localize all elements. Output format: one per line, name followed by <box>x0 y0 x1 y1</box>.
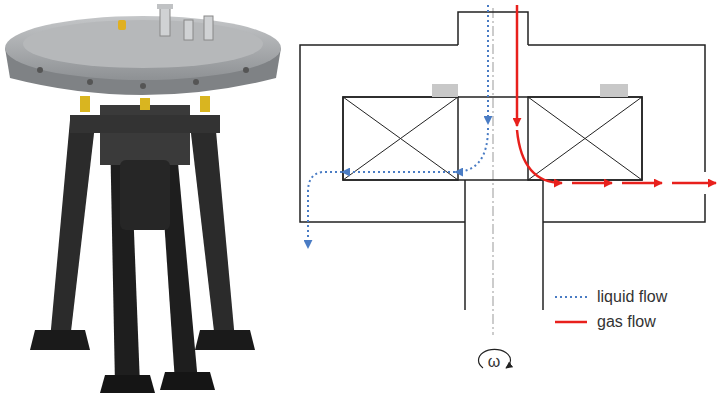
legend-text: gas flow <box>597 312 656 331</box>
legend-text: liquid flow <box>597 287 667 306</box>
rotation-symbol: ω <box>488 352 501 371</box>
legend-sample-gas <box>555 321 587 324</box>
machine-photo <box>5 4 281 393</box>
rotating-bed-schematic <box>300 5 716 368</box>
legend-sample-liquid <box>555 296 587 298</box>
